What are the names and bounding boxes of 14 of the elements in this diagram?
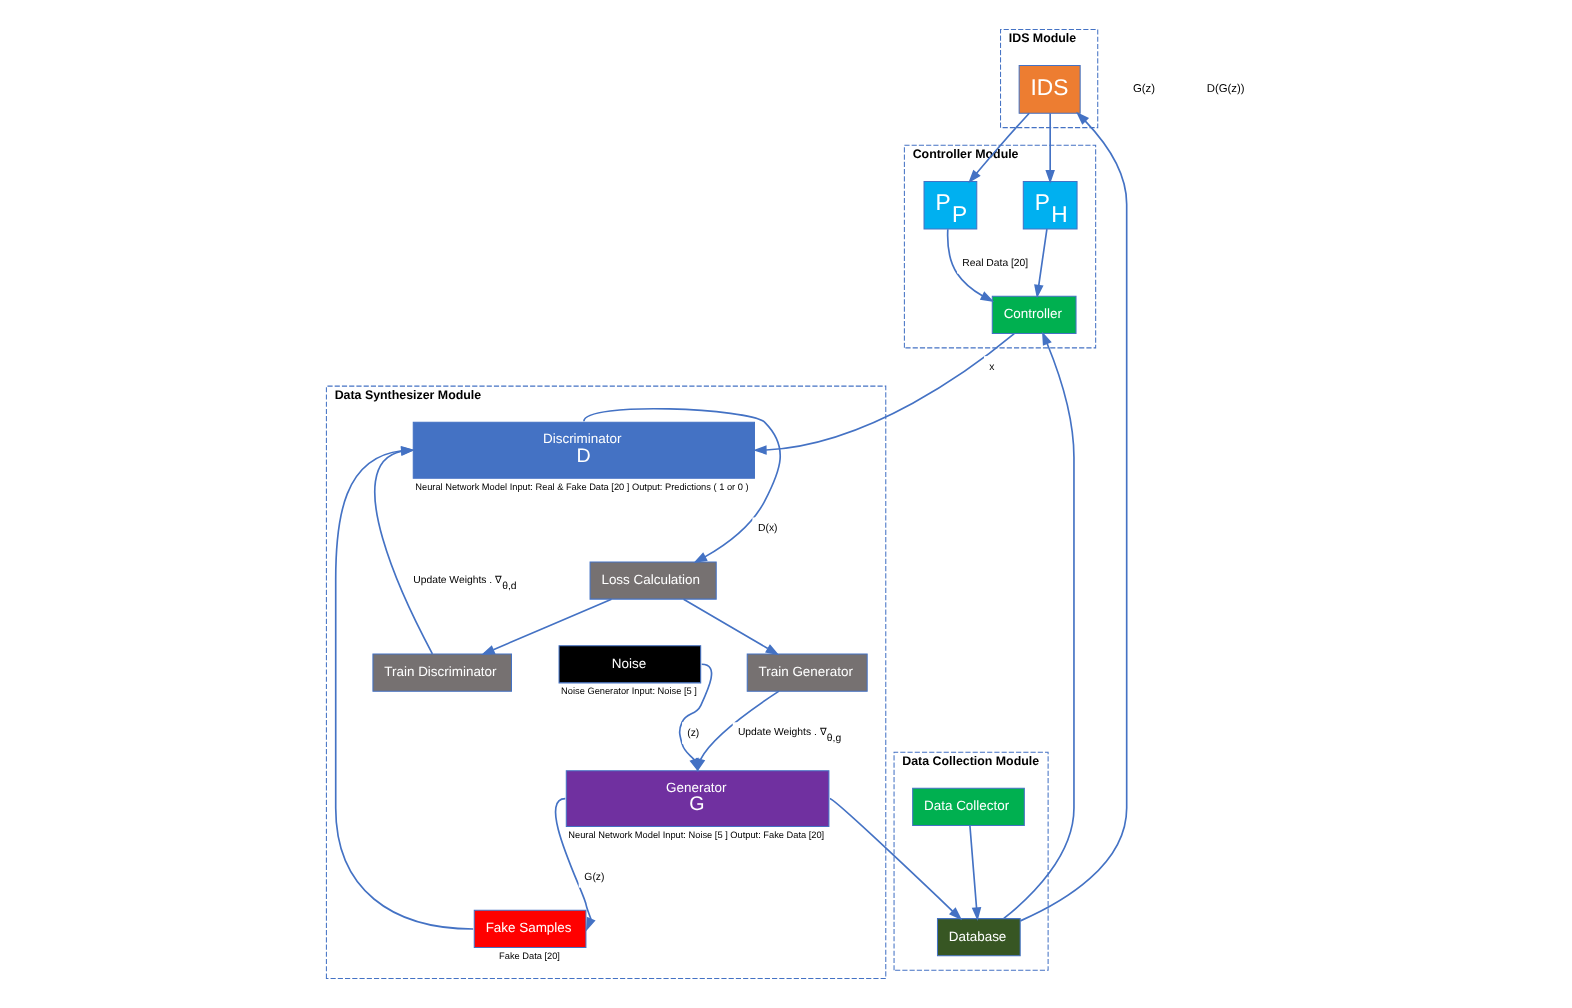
arrow [968,112,1031,184]
arrow [334,446,475,930]
arrow [554,797,596,932]
arrow [1034,228,1048,299]
arrow [696,690,780,773]
arrow [829,797,963,921]
arrow [1003,331,1075,920]
arrow [1045,112,1055,184]
arrow [374,446,434,655]
arrow [753,332,1016,455]
arrow [481,598,613,655]
arrow [682,598,780,656]
arrow [946,228,995,302]
arrow [969,825,982,921]
